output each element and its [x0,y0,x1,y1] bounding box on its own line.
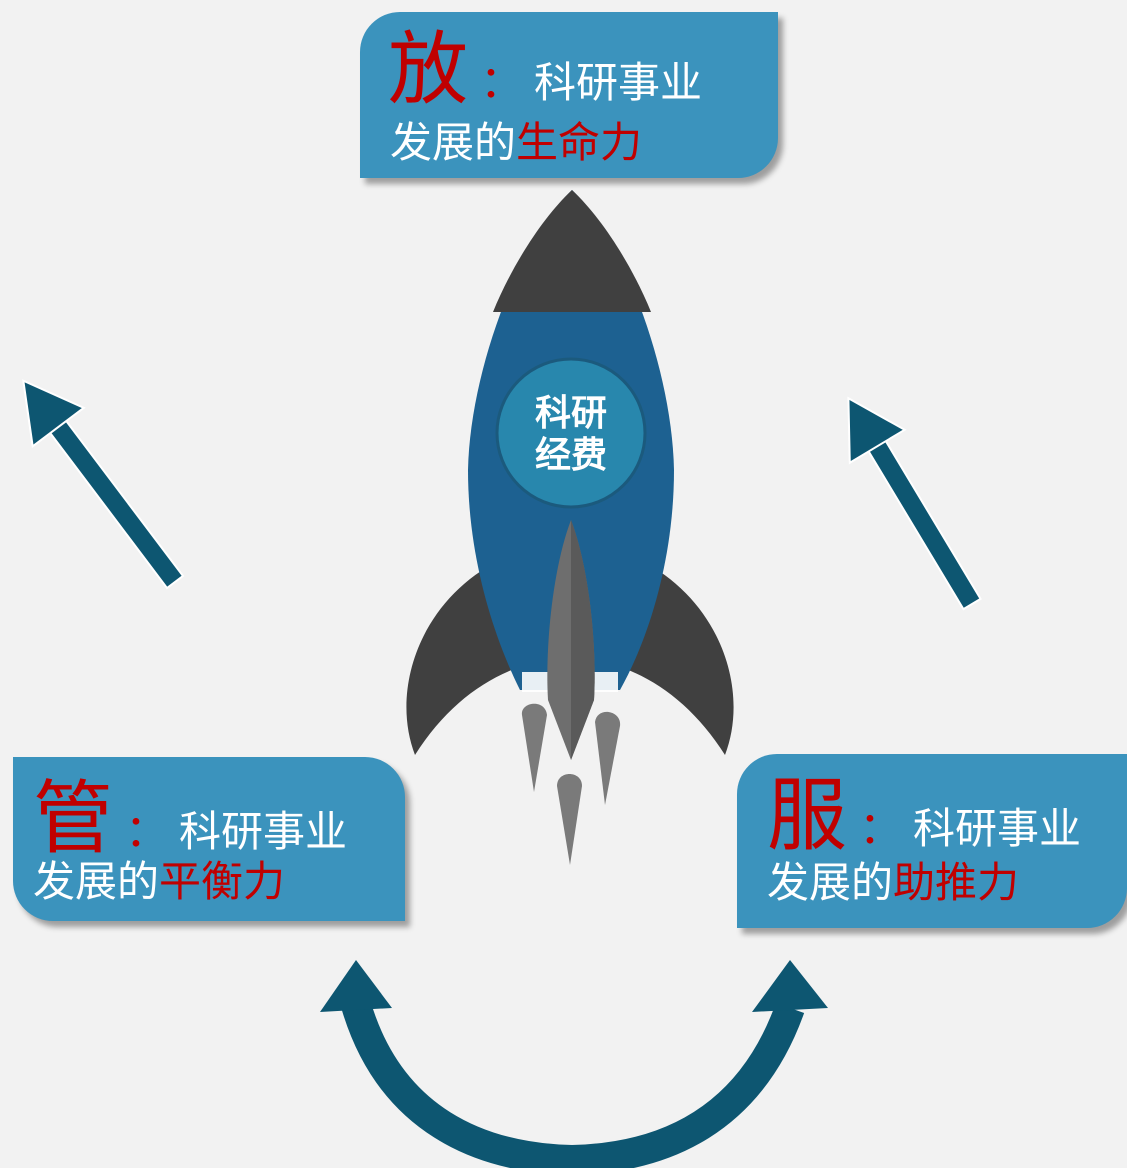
box-guan: 管：科研事业 发展的平衡力 [13,757,405,921]
box-fu-key: 服 [767,769,847,862]
box-guan-colon: ： [125,806,169,857]
arrow-up-right [22,379,185,590]
arrow-up-left [847,396,982,611]
rocket-window [495,357,647,509]
box-fang: 放：科研事业 发展的生命力 [360,12,778,178]
exhaust-center [557,774,582,865]
core-line-1: 科研 [534,392,607,434]
box-fu: 服：科研事业 发展的助推力 [737,754,1127,928]
box-guan-line2: 发展的平衡力 [33,861,285,903]
box-fang-line2: 发展的生命力 [390,122,642,164]
box-guan-line1: 管：科研事业 [33,779,347,859]
box-guan-emph: 平衡力 [159,857,286,906]
bottom-arrowhead-right [752,960,828,1012]
box-fang-head: 科研事业 [534,58,703,107]
box-fang-line1: 放：科研事业 [388,30,702,110]
box-fang-key: 放 [388,23,468,116]
box-fu-emph: 助推力 [893,858,1020,907]
core-line-2: 经费 [534,435,607,476]
box-fang-prefix: 发展的 [390,118,517,167]
bottom-curved-arrow [341,1000,805,1168]
core-label: 科研 经费 [496,360,646,510]
box-fu-colon: ： [859,803,903,854]
exhaust-left [521,703,547,792]
rocket-nose [493,190,651,312]
box-fu-line2: 发展的助推力 [767,862,1019,904]
bottom-arrowhead-left [320,960,392,1012]
box-fang-colon: ： [480,57,524,108]
box-fu-head: 科研事业 [913,804,1082,853]
box-fang-emph: 生命力 [516,118,643,167]
box-guan-head: 科研事业 [179,807,348,856]
box-guan-prefix: 发展的 [33,857,160,906]
box-guan-key: 管 [33,772,113,865]
box-fu-line1: 服：科研事业 [767,776,1081,856]
box-fu-prefix: 发展的 [767,858,894,907]
exhaust-right [595,711,621,805]
